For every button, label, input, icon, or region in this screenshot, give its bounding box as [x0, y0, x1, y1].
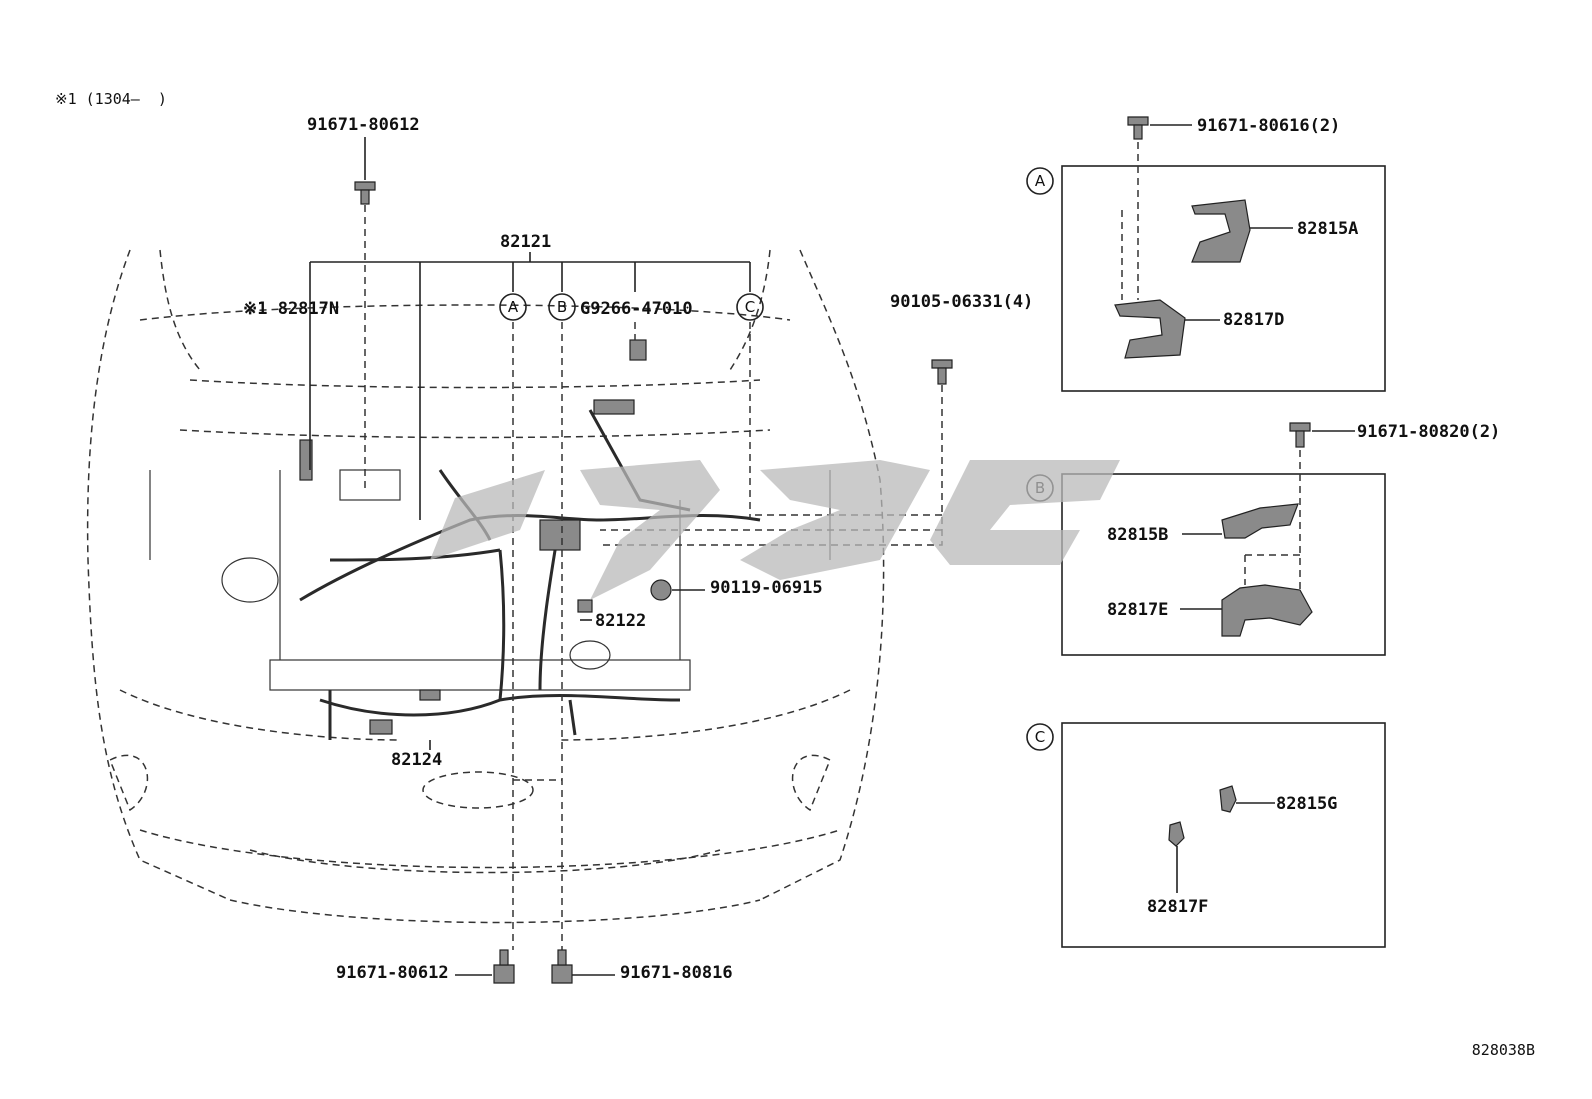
- bolt-icon: [493, 949, 515, 984]
- part-label-90119-06915[interactable]: 90119-06915: [710, 578, 823, 598]
- part-label-90105-06331[interactable]: 90105-06331(4): [890, 292, 1033, 312]
- part-label-82815b[interactable]: 82815B: [1107, 525, 1168, 545]
- part-label-91671-80820[interactable]: 91671-80820(2): [1357, 422, 1500, 442]
- callout-a-circle[interactable]: A: [499, 293, 527, 321]
- detail-a: A 91671-80616(2) 82815A 82817D: [1026, 116, 1386, 392]
- callout-c-circle[interactable]: C: [736, 293, 764, 321]
- bolt-icon: [354, 181, 376, 205]
- part-label-82121[interactable]: 82121: [500, 232, 551, 252]
- part-label-91671-80816[interactable]: 91671-80816: [620, 963, 733, 983]
- bolt-icon: [1127, 116, 1149, 140]
- part-label-82817n[interactable]: ※1 82817N: [243, 299, 339, 319]
- detail-c: C 82815G 82817F: [1026, 722, 1386, 948]
- callout-b-label: B: [557, 298, 567, 316]
- bracket-82817d[interactable]: [1114, 299, 1186, 359]
- part-label-g9266-47010[interactable]: G9266-47010: [580, 299, 693, 319]
- part-label-82817f[interactable]: 82817F: [1147, 897, 1208, 917]
- part-label-82817e[interactable]: 82817E: [1107, 600, 1168, 620]
- connector-g9266: [629, 339, 647, 361]
- part-label-82124[interactable]: 82124: [391, 750, 442, 770]
- detail-b: B 91671-80820(2) 82815B 82817E: [1026, 422, 1500, 656]
- part-label-82815g[interactable]: 82815G: [1276, 794, 1337, 814]
- bolt-icon: [1289, 422, 1311, 448]
- bolt-icon: [551, 949, 573, 984]
- bolt-icon: [650, 579, 672, 601]
- diagram-id: 828038B: [1472, 1041, 1535, 1059]
- callout-c-label: C: [745, 298, 755, 316]
- part-label-91671-80612-top[interactable]: 91671-80612: [307, 115, 420, 135]
- clip-82817f[interactable]: [1168, 821, 1185, 847]
- clip-82815g[interactable]: [1219, 785, 1237, 813]
- part-label-82122[interactable]: 82122: [595, 611, 646, 631]
- part-label-91671-80612-bottom[interactable]: 91671-80612: [336, 963, 449, 983]
- part-label-82815a[interactable]: 82815A: [1297, 219, 1358, 239]
- detail-a-tag: A: [1035, 172, 1046, 190]
- callout-a-label: A: [508, 298, 519, 316]
- bracket-82815a[interactable]: [1191, 199, 1251, 263]
- engine-bay: [221, 339, 761, 740]
- part-label-82817d[interactable]: 82817D: [1223, 310, 1284, 330]
- part-label-91671-80616[interactable]: 91671-80616(2): [1197, 116, 1340, 136]
- detail-c-tag: C: [1035, 728, 1045, 746]
- watermark-logo: [430, 460, 1120, 600]
- callout-b-circle[interactable]: B: [548, 293, 576, 321]
- cover-82815b[interactable]: [1221, 503, 1299, 539]
- note-text: ※1 (1304– ): [55, 90, 167, 108]
- cover-82817e[interactable]: [1221, 584, 1313, 637]
- bolt-icon: [931, 359, 953, 385]
